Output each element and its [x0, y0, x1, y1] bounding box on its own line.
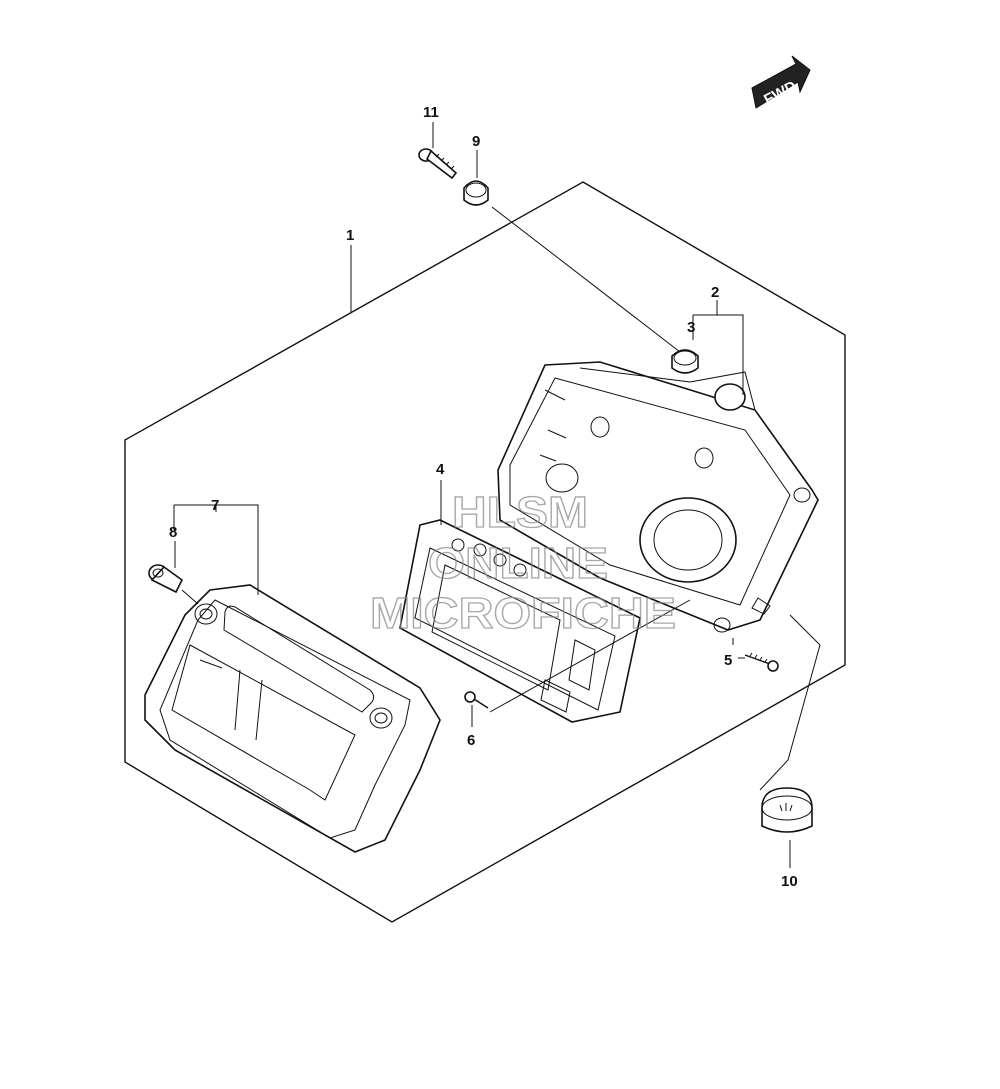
watermark: HLSM ONLINE MICROFICHE [369, 487, 676, 638]
screw-part-5 [744, 652, 779, 672]
callout-1: 1 [346, 227, 354, 244]
screw-part-6 [464, 691, 489, 709]
fwd-arrow-icon: FWD [751, 55, 811, 109]
callout-10: 10 [781, 873, 798, 890]
lens-cover-part-7 [144, 584, 441, 853]
callout-6: 6 [467, 732, 475, 749]
grommet-part-2 [714, 383, 746, 411]
grommet-part-3 [671, 349, 699, 374]
grommet-part-9 [463, 180, 489, 206]
watermark-line-3: MICROFICHE [370, 589, 676, 638]
callout-5: 5 [724, 652, 732, 669]
callout-4: 4 [436, 461, 445, 478]
callout-2: 2 [711, 284, 719, 301]
callout-3: 3 [687, 319, 695, 336]
meter-case-part-2 [497, 361, 819, 633]
bulb-part-10 [761, 787, 813, 833]
collar-part-8 [148, 564, 184, 594]
watermark-line-2: ONLINE [428, 539, 608, 588]
callout-9: 9 [472, 133, 480, 150]
screw-part-11 [418, 148, 458, 180]
callout-7: 7 [211, 497, 219, 514]
circuit-board-part-4 [399, 519, 641, 723]
callout-8: 8 [169, 524, 177, 541]
assembly-outline [124, 181, 846, 923]
watermark-line-1: HLSM [452, 488, 588, 537]
callout-11: 11 [423, 104, 439, 121]
